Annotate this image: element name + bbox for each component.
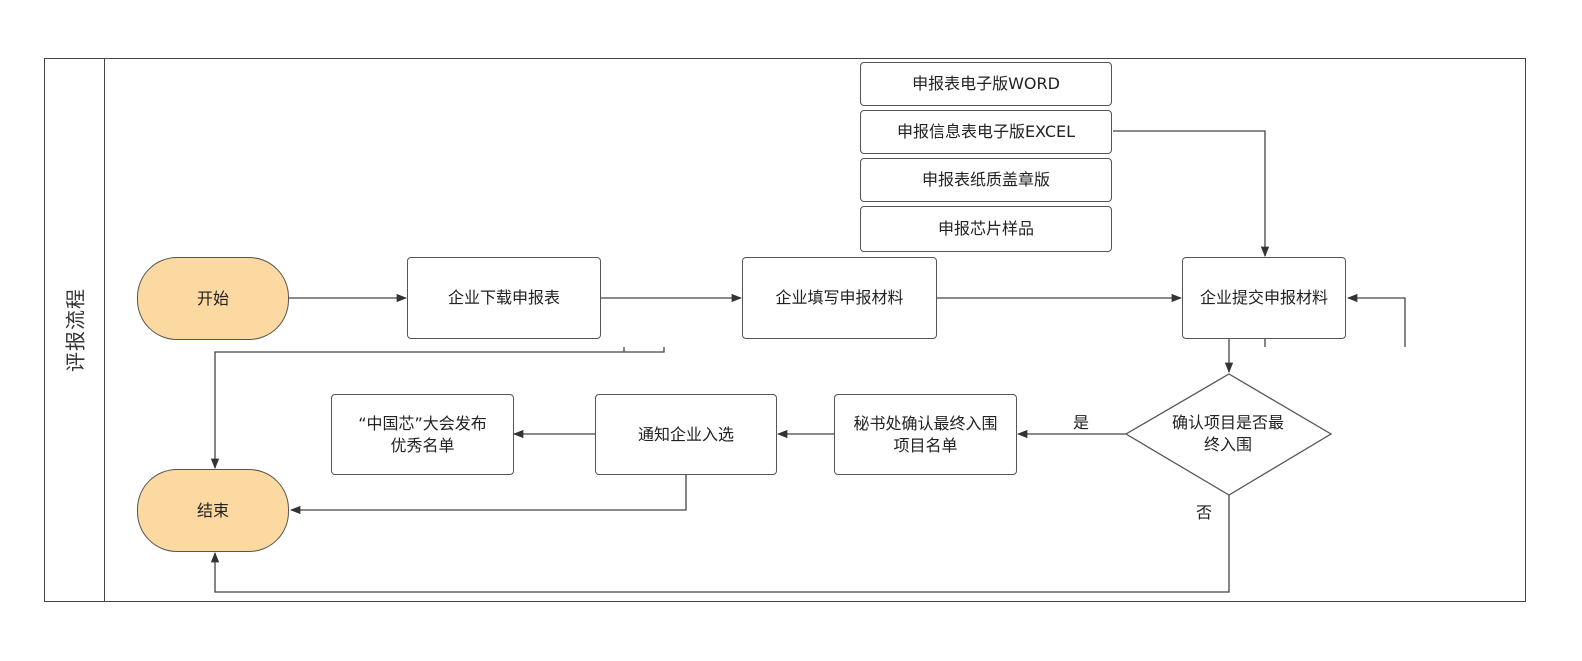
yes-label: 是 [1072, 413, 1090, 432]
material-excel-label: 申报信息表电子版EXCEL [896, 122, 1076, 141]
publish-node: “中国芯”大会发布优秀名单 [331, 394, 514, 475]
end-node: 结束 [137, 469, 289, 552]
swimlane-header [44, 58, 105, 602]
swimlane-title: 评报流程 [63, 288, 88, 372]
fill-node: 企业填写申报材料 [742, 257, 937, 339]
submit-node: 企业提交申报材料 [1182, 257, 1346, 339]
swimlane-frame [44, 58, 1526, 602]
publish-label: “中国芯”大会发布优秀名单 [358, 413, 487, 455]
material-word-label: 申报表电子版WORD [912, 74, 1060, 93]
material-excel: 申报信息表电子版EXCEL [860, 110, 1112, 154]
confirm-label: 秘书处确认最终入围项目名单 [853, 413, 998, 455]
fill-label: 企业填写申报材料 [775, 288, 904, 307]
start-node: 开始 [137, 257, 289, 340]
submit-label: 企业提交申报材料 [1199, 288, 1328, 307]
start-label: 开始 [196, 288, 229, 308]
end-label: 结束 [196, 500, 229, 520]
notify-label: 通知企业入选 [637, 424, 734, 444]
confirm-node: 秘书处确认最终入围项目名单 [834, 394, 1017, 475]
download-label: 企业下载申报表 [447, 288, 560, 307]
material-paper: 申报表纸质盖章版 [860, 158, 1112, 202]
download-node: 企业下载申报表 [407, 257, 601, 339]
no-label: 否 [1195, 503, 1213, 522]
decision-label: 确认项目是否最终入围 [1171, 413, 1284, 454]
material-sample-label: 申报芯片样品 [937, 219, 1034, 238]
material-word: 申报表电子版WORD [860, 62, 1112, 106]
material-sample: 申报芯片样品 [860, 206, 1112, 252]
notify-node: 通知企业入选 [595, 394, 777, 475]
material-paper-label: 申报表纸质盖章版 [921, 170, 1050, 189]
